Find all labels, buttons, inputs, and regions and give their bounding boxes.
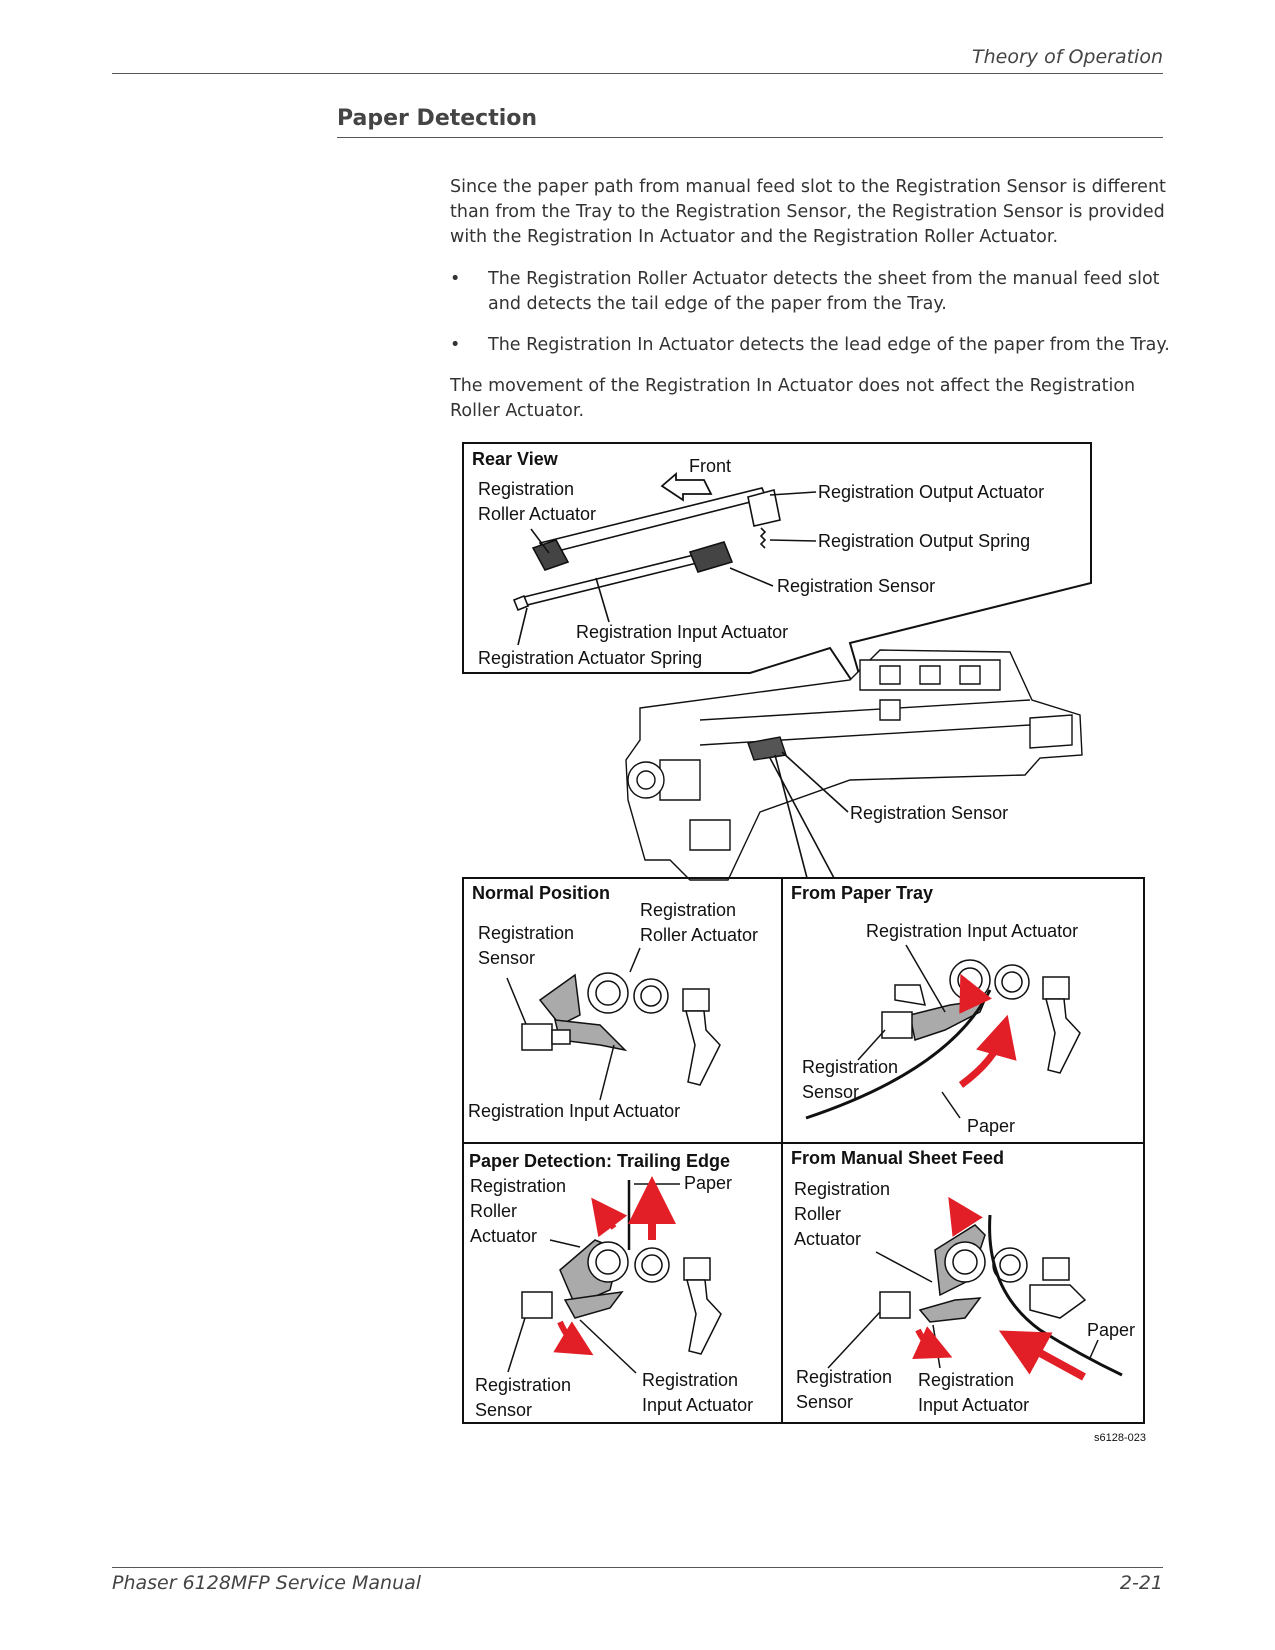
actuator-spring-label: Registration Actuator Spring <box>478 648 702 668</box>
tray-sensor-label-2: Sensor <box>802 1082 859 1102</box>
footer-rule <box>112 1567 1163 1568</box>
trailing-sensor-label-1: Registration <box>475 1375 571 1395</box>
tray-paper-arrow-icon <box>958 1014 1017 1088</box>
footer-manual-title: Phaser 6128MFP Service Manual <box>112 1572 422 1594</box>
normal-input-label: Registration Input Actuator <box>468 1101 680 1121</box>
trailing-title: Paper Detection: Trailing Edge <box>469 1151 730 1171</box>
manual-sensor-label-2: Sensor <box>796 1392 853 1412</box>
detail-panels-frame <box>462 877 1145 1424</box>
section-title: Paper Detection <box>337 106 538 131</box>
tray-title: From Paper Tray <box>791 883 933 903</box>
footer-page-number: 2-21 <box>1119 1572 1163 1594</box>
printer-assembly-drawing <box>625 649 1083 881</box>
tray-paper-label: Paper <box>967 1116 1015 1136</box>
manual-paper-label: Paper <box>1087 1320 1135 1340</box>
normal-roller-label-1: Registration <box>640 900 736 920</box>
front-label: Front <box>689 456 731 476</box>
manual-title: From Manual Sheet Feed <box>791 1148 1004 1168</box>
trailing-input-label-1: Registration <box>642 1370 738 1390</box>
manual-roller-arrow-icon <box>948 1196 983 1237</box>
from-paper-tray-panel: From Paper Tray Registration Input Actua… <box>791 883 1081 1136</box>
tray-sensor-label-1: Registration <box>802 1057 898 1077</box>
rear-leaders <box>517 491 817 646</box>
rear-roller-label-1: Registration <box>478 479 574 499</box>
bullet-item: • The Registration Roller Actuator detec… <box>450 267 1170 317</box>
bullet-icon: • <box>450 269 461 289</box>
rear-roller-label-2: Roller Actuator <box>478 504 596 524</box>
assembly-leaders <box>769 751 849 879</box>
normal-title: Normal Position <box>472 883 610 903</box>
actuator-shaft-drawing <box>512 487 781 612</box>
front-arrow-icon <box>660 472 713 502</box>
trailing-roller-label-3: Actuator <box>470 1226 537 1246</box>
bullet-text: The Registration In Actuator detects the… <box>488 335 1170 355</box>
manual-paper-arrow-icon <box>998 1330 1086 1381</box>
manual-feed-panel: From Manual Sheet Feed Registration Roll… <box>791 1148 1135 1415</box>
trailing-roller-label-2: Roller <box>470 1201 517 1221</box>
tray-actuator-arrow-icon <box>959 973 992 1014</box>
trailing-roller-label-1: Registration <box>470 1176 566 1196</box>
rear-view-title: Rear View <box>472 449 559 469</box>
outro-paragraph: The movement of the Registration In Actu… <box>450 376 1136 421</box>
manual-roller-label-1: Registration <box>794 1179 890 1199</box>
header-rule <box>112 73 1163 74</box>
normal-sensor-label-2: Sensor <box>478 948 535 968</box>
running-header: Theory of Operation <box>972 46 1163 68</box>
rear-view-panel: Rear View Front Registration Roller Actu… <box>462 442 1092 706</box>
trailing-input-label-2: Input Actuator <box>642 1395 753 1415</box>
bullet-icon: • <box>450 335 461 355</box>
normal-sensor-label-1: Registration <box>478 923 574 943</box>
manual-roller-label-3: Actuator <box>794 1229 861 1249</box>
title-rule <box>337 137 1163 138</box>
rear-input-actuator-label: Registration Input Actuator <box>576 622 788 642</box>
trailing-edge-panel: Paper Detection: Trailing Edge Registrat… <box>469 1151 753 1420</box>
rear-sensor-label: Registration Sensor <box>777 576 935 596</box>
trailing-paper-label: Paper <box>684 1173 732 1193</box>
manual-roller-label-2: Roller <box>794 1204 841 1224</box>
bullet-item: • The Registration In Actuator detects t… <box>450 333 1170 358</box>
trailing-input-arrow-icon <box>553 1320 594 1356</box>
manual-input-arrow-icon <box>912 1326 953 1359</box>
manual-input-label-2: Input Actuator <box>918 1395 1029 1415</box>
normal-roller-label-2: Roller Actuator <box>640 925 758 945</box>
bullet-text: The Registration Roller Actuator detects… <box>488 269 1160 314</box>
figure-id: s6128-023 <box>1094 1432 1146 1444</box>
tray-input-label: Registration Input Actuator <box>866 921 1078 941</box>
manual-input-label-1: Registration <box>918 1370 1014 1390</box>
trailing-roller-arrow-icon <box>591 1197 628 1238</box>
output-actuator-label: Registration Output Actuator <box>818 482 1044 502</box>
assembly-sensor-label: Registration Sensor <box>850 803 1008 823</box>
normal-position-panel: Normal Position Registration Roller Actu… <box>468 883 758 1121</box>
intro-paragraph: Since the paper path from manual feed sl… <box>450 177 1166 247</box>
output-spring-label: Registration Output Spring <box>818 531 1030 551</box>
trailing-sensor-label-2: Sensor <box>475 1400 532 1420</box>
manual-sensor-label-1: Registration <box>796 1367 892 1387</box>
